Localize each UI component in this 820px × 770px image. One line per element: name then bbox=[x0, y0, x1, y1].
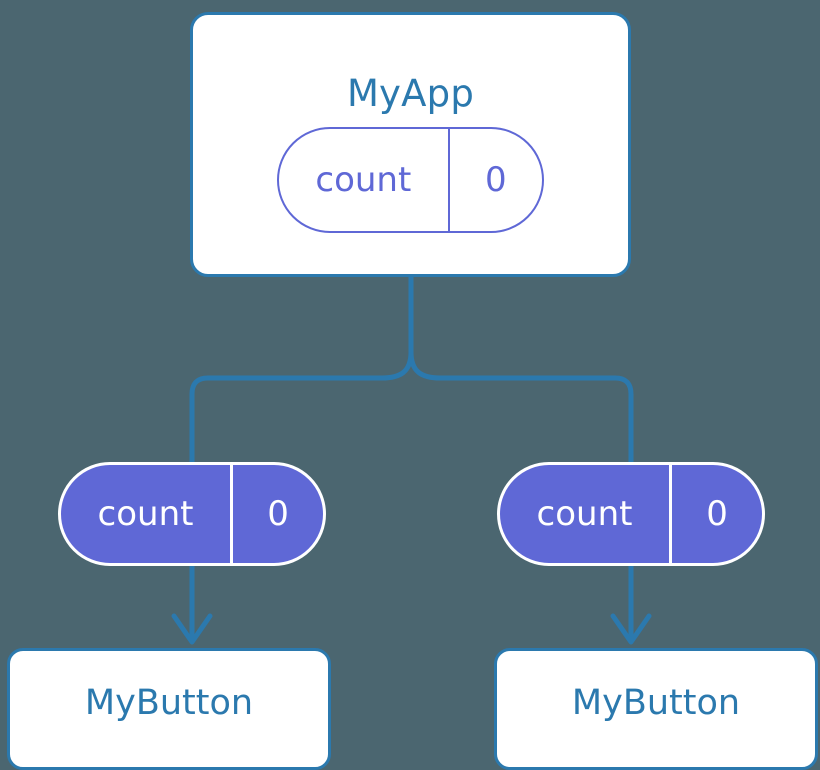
leaf-component-right-title: MyButton bbox=[571, 683, 741, 723]
branch-left-state-key: count bbox=[97, 494, 194, 534]
state-left-to-leaf-left-arrowhead bbox=[171, 613, 213, 645]
leaf-component-left-card[interactable]: MyButton bbox=[7, 648, 331, 770]
branch-right-state-key: count bbox=[536, 494, 633, 534]
state-right-to-leaf-right-arrowhead bbox=[610, 613, 652, 645]
fork-to-state-right-elbow bbox=[408, 351, 634, 462]
leaf-component-left-title: MyButton bbox=[84, 683, 254, 723]
root-state-value: 0 bbox=[447, 129, 542, 231]
branch-left-state-value: 0 bbox=[230, 465, 323, 563]
root-state-capsule[interactable]: count 0 bbox=[277, 127, 544, 233]
root-component-title: MyApp bbox=[346, 72, 475, 115]
branch-right-state-capsule[interactable]: count 0 bbox=[497, 462, 765, 566]
root-state-key: count bbox=[315, 160, 412, 200]
leaf-component-right-card[interactable]: MyButton bbox=[494, 648, 818, 770]
branch-left-state-capsule[interactable]: count 0 bbox=[58, 462, 326, 566]
fork-to-state-left-elbow bbox=[189, 351, 414, 462]
branch-right-state-value: 0 bbox=[669, 465, 762, 563]
